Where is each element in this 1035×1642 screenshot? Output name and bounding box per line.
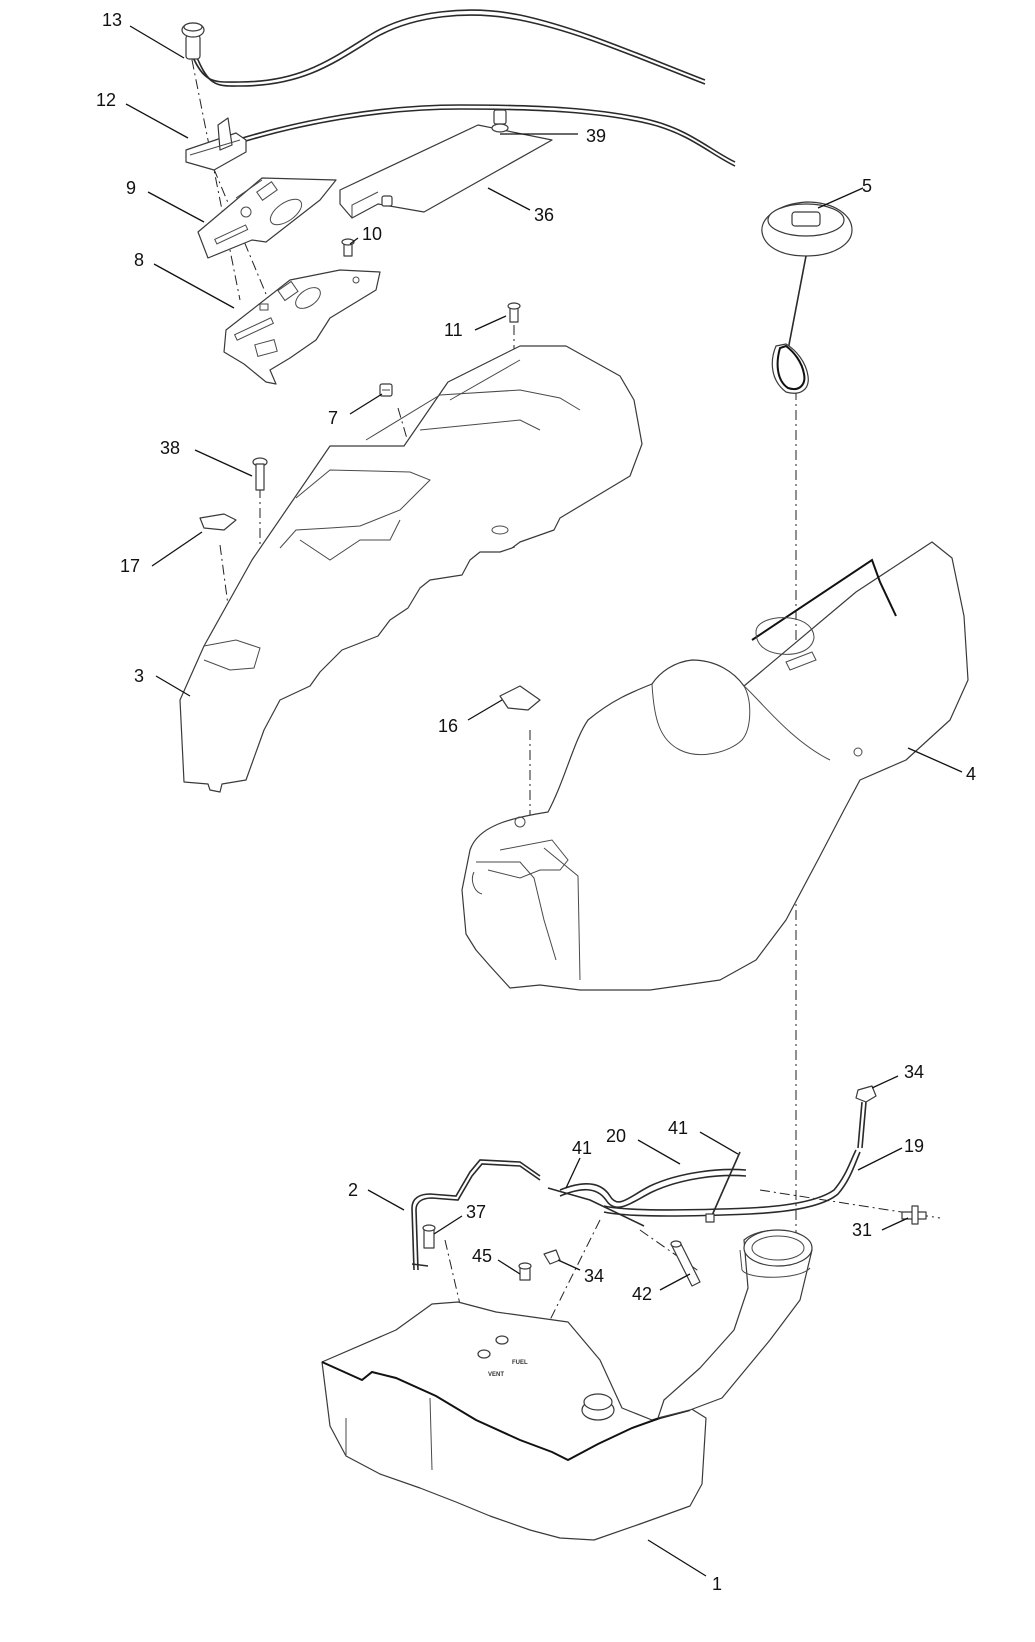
callout-34-top: 34 xyxy=(904,1062,924,1082)
part-5-fuel-cap xyxy=(761,201,853,394)
leader-10 xyxy=(349,237,359,245)
callout-8: 8 xyxy=(134,250,144,270)
callout-39: 39 xyxy=(586,126,606,146)
callout-45: 45 xyxy=(472,1246,492,1266)
part-7-clip xyxy=(379,383,393,397)
leader-8 xyxy=(153,263,235,309)
callout-10: 10 xyxy=(362,224,382,244)
centerline-13-12 xyxy=(187,39,241,301)
part-8-mounting-plate xyxy=(223,269,381,385)
leader-lines xyxy=(125,25,963,1577)
callout-1: 1 xyxy=(712,1574,722,1594)
callout-13: 13 xyxy=(102,10,122,30)
part-1-fuel-tank: FUEL VENT xyxy=(321,1229,813,1541)
part-3-console-housing xyxy=(179,345,643,793)
part-42-pin xyxy=(670,1240,701,1287)
leader-3 xyxy=(155,675,191,697)
callout-38: 38 xyxy=(160,438,180,458)
leader-34-bottom xyxy=(557,1259,581,1271)
callout-3: 3 xyxy=(134,666,144,686)
leader-41-left xyxy=(565,1157,581,1189)
part-2-bracket xyxy=(411,1159,541,1271)
callout-41-right: 41 xyxy=(668,1118,688,1138)
leader-17 xyxy=(151,531,203,567)
part-12-throttle-control xyxy=(185,104,736,171)
callout-37: 37 xyxy=(466,1202,486,1222)
callout-2: 2 xyxy=(348,1180,358,1200)
leader-36 xyxy=(487,187,531,211)
leader-42 xyxy=(659,1273,691,1291)
leader-16 xyxy=(467,699,503,721)
callout-34-bottom: 34 xyxy=(584,1266,604,1286)
callout-11: 11 xyxy=(444,320,463,340)
part-20-fuel-hose xyxy=(559,1168,747,1208)
callout-12: 12 xyxy=(96,90,116,110)
leader-9 xyxy=(147,191,205,223)
callout-17: 17 xyxy=(120,556,140,576)
callout-7: 7 xyxy=(328,408,338,428)
callout-36: 36 xyxy=(534,205,554,225)
leader-1 xyxy=(647,1539,707,1577)
leader-38 xyxy=(194,449,253,477)
leader-12 xyxy=(125,103,189,139)
part-4-body-cover xyxy=(461,541,969,991)
part-34-clamp xyxy=(543,1085,877,1265)
callout-9: 9 xyxy=(126,178,136,198)
callout-20: 20 xyxy=(606,1126,626,1146)
leader-5 xyxy=(817,187,864,209)
part-37-fitting xyxy=(422,1224,436,1249)
leader-45 xyxy=(497,1259,521,1275)
callout-41-left: 41 xyxy=(572,1138,592,1158)
fuel-port-label: FUEL xyxy=(512,1360,528,1366)
part-38-bolt xyxy=(252,457,268,491)
part-11-screw xyxy=(507,302,521,323)
part-16-pad xyxy=(499,685,541,711)
part-41-cable-tie xyxy=(547,1151,741,1227)
leader-7 xyxy=(349,393,383,415)
leader-37 xyxy=(433,1215,463,1235)
leader-34-top xyxy=(871,1075,899,1089)
part-13-choke-cable xyxy=(181,9,706,87)
leader-41-right xyxy=(699,1131,739,1155)
part-9-control-plate xyxy=(197,177,337,259)
leader-11 xyxy=(474,315,507,331)
leader-2 xyxy=(367,1189,405,1211)
leader-31 xyxy=(881,1217,909,1231)
leader-4 xyxy=(907,747,963,773)
callout-19: 19 xyxy=(904,1136,924,1156)
part-19-vent-hose xyxy=(603,1101,867,1217)
part-17-pad xyxy=(199,513,237,531)
leader-13 xyxy=(129,25,185,59)
part-31-rivet xyxy=(901,1205,927,1225)
vent-port-label: VENT xyxy=(488,1372,504,1378)
callout-42: 42 xyxy=(632,1284,652,1304)
leader-19 xyxy=(857,1147,903,1171)
callout-4: 4 xyxy=(966,764,976,784)
part-39-fastener xyxy=(381,109,509,207)
callout-5: 5 xyxy=(862,176,872,196)
callout-labels: 13 12 9 8 10 39 36 5 11 7 38 17 3 16 4 3… xyxy=(96,10,976,1594)
part-45-fitting xyxy=(518,1262,532,1281)
callout-16: 16 xyxy=(438,716,458,736)
callout-31: 31 xyxy=(852,1220,872,1240)
leader-20 xyxy=(637,1139,681,1165)
part-36-cover-panel xyxy=(339,124,553,219)
